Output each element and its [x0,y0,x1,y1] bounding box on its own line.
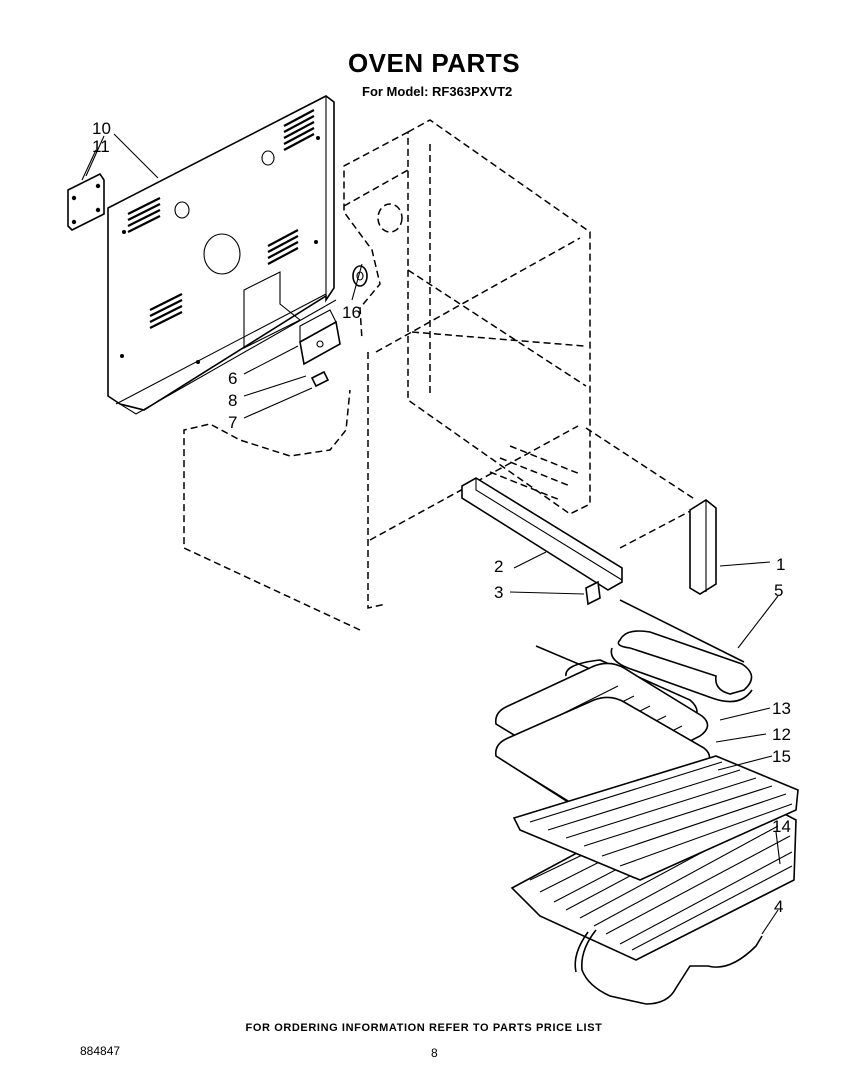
part-11-bracket [67,172,105,231]
page-title: OVEN PARTS [347,48,521,78]
callout-6: 6 [228,369,237,388]
callout-14: 14 [772,817,791,836]
callout-2: 2 [494,557,503,576]
part-2-rail [461,477,623,591]
part-3-clip [585,580,601,606]
part-10-rear-panel [107,95,337,415]
callout-16: 16 [342,303,361,322]
part-16-clip [352,265,368,287]
callout-labels: 10 11 16 6 8 7 2 3 1 5 13 12 15 14 4 [92,119,791,916]
callout-11: 11 [92,137,110,156]
part-8-screw [310,370,330,388]
callout-10: 10 [92,119,111,138]
upper-rack [512,755,799,881]
part-5-bake-element [610,599,753,703]
callout-4: 4 [774,897,783,916]
callout-5: 5 [774,581,783,600]
callout-1: 1 [776,555,785,574]
callout-3: 3 [494,583,503,602]
leader-lines [81,133,781,935]
model-subtitle: For Model: RF363PXVT2 [362,84,513,99]
callout-8: 8 [228,391,237,410]
callout-12: 12 [772,725,791,744]
part-4-bake-element [574,929,763,1005]
part-6-terminal-block [299,309,341,366]
oven-cavity-outline [183,119,697,631]
ordering-note: FOR ORDERING INFORMATION REFER TO PARTS … [245,1022,603,1034]
document-number: 884847 [80,1044,121,1058]
part-1-bracket [689,499,717,595]
callout-15: 15 [772,747,791,766]
callout-7: 7 [228,413,237,432]
callout-13: 13 [772,699,791,718]
page-number: 8 [431,1046,438,1060]
